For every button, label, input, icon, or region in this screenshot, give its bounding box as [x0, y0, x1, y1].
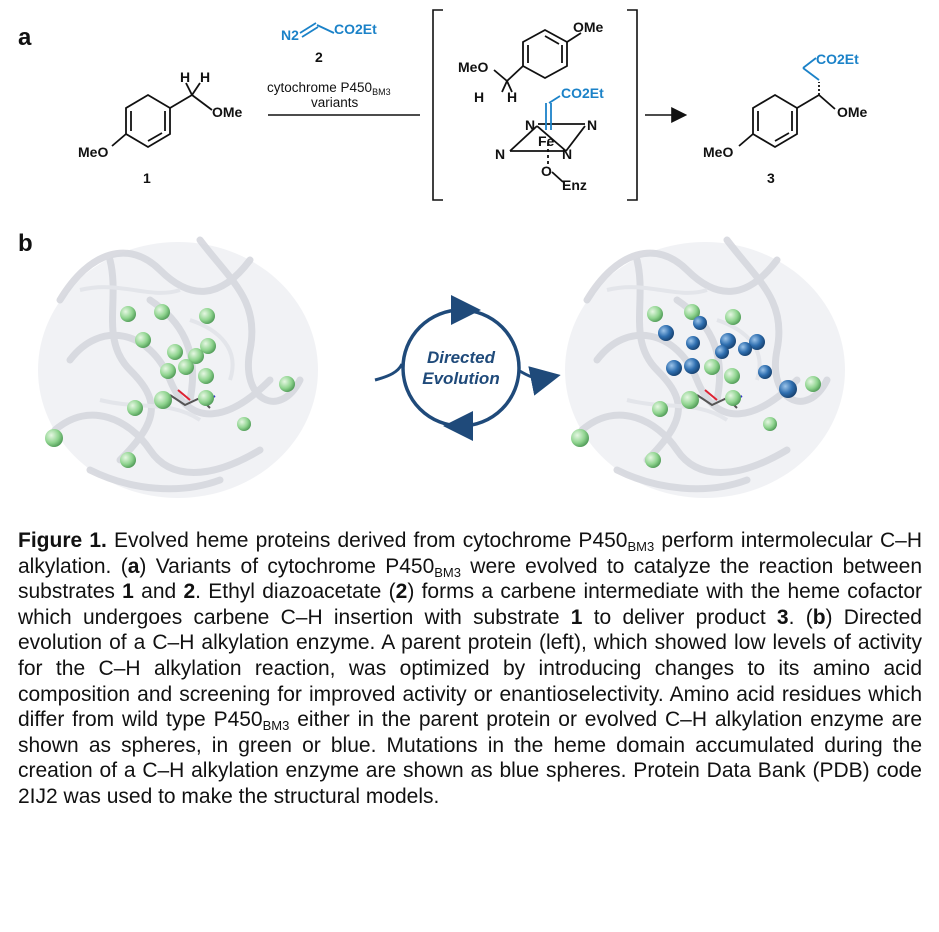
panel-label-a: a [18, 24, 32, 51]
int-fe: Fe [538, 133, 555, 149]
reagent-2-structure [299, 22, 335, 38]
caption-panel-b: b [812, 605, 826, 629]
bracket-left [432, 9, 443, 201]
caption-s6: . Ethyl diazoacetate ( [195, 580, 396, 604]
caption-n3: 2 [395, 580, 408, 604]
product-ester-chain [802, 57, 820, 81]
caption-n1: 1 [122, 580, 134, 604]
protein-parent-ribbon [38, 236, 318, 498]
caption-sub3: BM3 [262, 718, 290, 734]
conditions-line1: cytochrome P450 [267, 80, 372, 95]
caption-s11: either in the parent protein or evolved … [18, 708, 923, 808]
reagent-number: 2 [315, 49, 323, 65]
int-enz: Enz [562, 177, 587, 193]
caption-s2: perform intermolecular C–H alkylation. ( [18, 529, 922, 578]
caption-panel-a: a [127, 554, 140, 578]
int-n4: N [562, 146, 572, 162]
caption-s10: ) Directed evolution of a C–H alkylation… [18, 605, 922, 732]
caption-s9: . ( [788, 605, 813, 629]
substrate-meo: MeO [78, 144, 108, 160]
int-meo: MeO [458, 59, 488, 75]
prod-ome: OMe [837, 104, 868, 120]
blue-spheres-right [658, 316, 797, 398]
substrate-ome: OMe [212, 104, 243, 120]
caption-s3: ) Variants of cytochrome P450 [139, 554, 435, 578]
prod-meo: MeO [703, 144, 733, 160]
int-co2et: CO2Et [561, 85, 604, 101]
int-n2: N [587, 117, 597, 133]
int-h2: H [507, 89, 517, 105]
int-o: O [541, 163, 552, 179]
conditions-sub: BM3 [372, 87, 391, 97]
green-spheres-right [571, 304, 821, 468]
substrate-h2: H [200, 69, 210, 85]
caption-s1: Evolved heme proteins derived from cytoc… [106, 529, 628, 552]
directed-evolution-cycle: Directed Evolution [374, 295, 561, 441]
caption-n4: 1 [570, 605, 583, 629]
substrate-1-structure [111, 82, 213, 149]
intermediate-structure [493, 28, 586, 183]
substrate-number: 1 [143, 170, 151, 186]
int-n1: N [525, 117, 535, 133]
cycle-label-directed: Directed [427, 348, 496, 367]
caption-s4: were evolved to catalyze the reaction be… [18, 554, 922, 604]
int-h1: H [474, 89, 484, 105]
prod-co2et: CO2Et [816, 51, 859, 67]
product-number: 3 [767, 170, 775, 186]
int-ome: OMe [573, 19, 604, 35]
figure-graphics: H H OMe MeO 1 N2 CO2Et 2 cytochrome P450… [38, 9, 868, 498]
panel-label-b: b [18, 230, 33, 257]
product-3-structure [738, 82, 836, 149]
conditions-text: cytochrome P450BM3 [267, 80, 391, 97]
caption-s5: and [133, 580, 184, 604]
caption-sub2: BM3 [434, 564, 461, 580]
reagent-n2: N2 [281, 27, 299, 43]
conditions-line2: variants [311, 95, 359, 110]
int-n3: N [495, 146, 505, 162]
cycle-label-evolution: Evolution [422, 369, 499, 388]
caption-s8: to deliver product [582, 605, 777, 629]
caption-s7: ) forms a carbene intermediate with the … [18, 580, 922, 629]
caption-title: Figure 1. [18, 529, 107, 552]
carbene-bonds [545, 95, 561, 130]
bracket-right [627, 9, 638, 201]
caption-sub1: BM3 [627, 539, 655, 554]
reagent-co2et: CO2Et [334, 21, 377, 37]
substrate-h1: H [180, 69, 190, 85]
caption-n2: 2 [183, 580, 196, 604]
green-spheres-left [45, 304, 295, 468]
caption-n5: 3 [776, 605, 789, 629]
figure-caption: Figure 1. Evolved heme proteins derived … [18, 528, 922, 810]
